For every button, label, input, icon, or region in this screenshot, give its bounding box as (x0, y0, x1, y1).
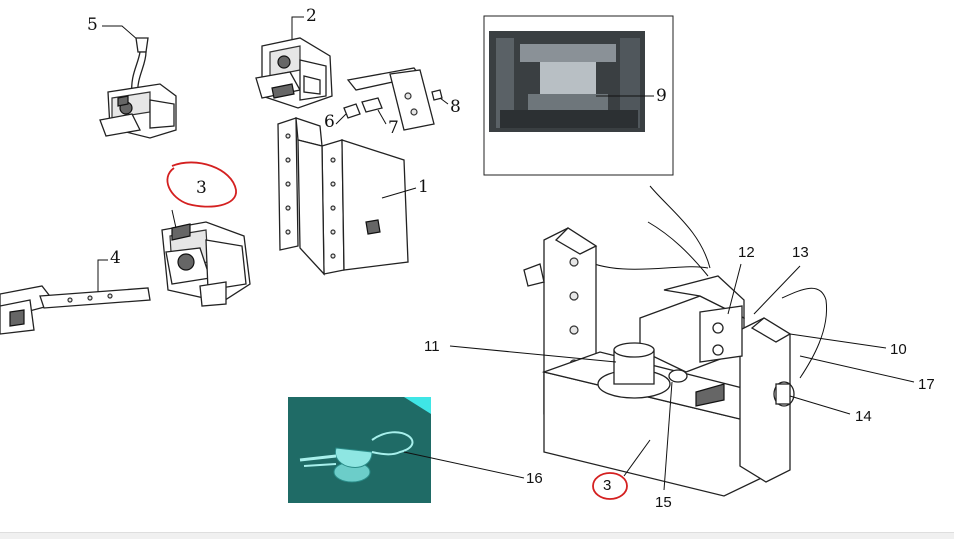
main-assembly-drawing (523, 185, 828, 497)
label-part-1: 1 (418, 177, 429, 197)
label-part-11: 11 (424, 338, 440, 355)
part-3-drawing (161, 209, 251, 307)
photo-9-inset (483, 15, 674, 176)
label-part-4: 4 (110, 248, 121, 268)
label-part-17: 17 (918, 376, 935, 393)
part-2-drawing (255, 16, 333, 109)
label-part-3-bottom-highlighted: 3 (603, 477, 612, 494)
bottom-bar (0, 532, 954, 539)
label-part-13: 13 (792, 244, 809, 261)
label-part-6: 6 (324, 112, 335, 132)
label-part-12: 12 (738, 244, 755, 261)
label-part-5: 5 (87, 15, 98, 35)
label-part-10: 10 (890, 341, 907, 358)
part-5-drawing (99, 25, 177, 139)
highlight-circle-bottom (592, 472, 628, 500)
part-1-drawing (277, 117, 417, 276)
label-part-3-highlighted: 3 (196, 178, 207, 198)
part-6-7-drawing (335, 97, 387, 125)
label-part-7: 7 (388, 118, 399, 138)
label-part-15: 15 (655, 494, 672, 511)
label-part-14: 14 (855, 408, 872, 425)
label-part-16: 16 (526, 470, 543, 487)
label-part-2: 2 (306, 6, 317, 26)
highlight-circle-top (166, 161, 237, 208)
inset-16 (288, 397, 431, 503)
part-4-drawing (0, 259, 151, 335)
label-part-8: 8 (450, 97, 461, 117)
label-part-9: 9 (656, 86, 667, 106)
leader-lines (403, 263, 915, 491)
part-8-drawing (346, 67, 449, 131)
